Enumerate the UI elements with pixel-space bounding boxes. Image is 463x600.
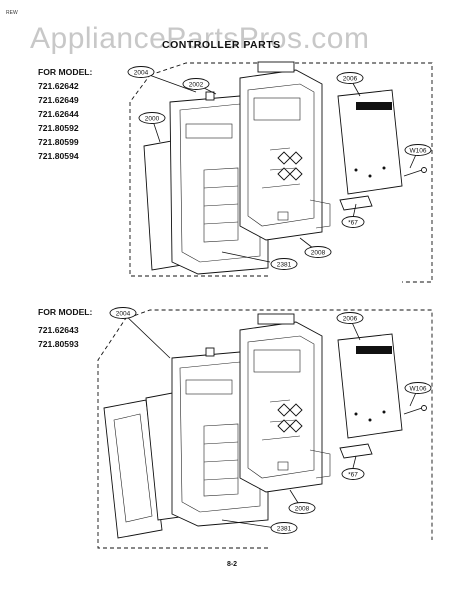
svg-text:2008: 2008	[295, 506, 310, 513]
bottom-callout-2008: 2008	[288, 502, 316, 514]
top-for-model-label: FOR MODEL:	[38, 67, 93, 77]
top-screw	[403, 167, 427, 177]
top-boundary-line	[129, 62, 433, 283]
bottom-callout-67: *67	[341, 468, 365, 480]
bottom-callout-2006: 2006	[336, 312, 364, 324]
bottom-connector-part	[339, 443, 373, 459]
svg-text:2006: 2006	[343, 76, 358, 83]
top-model-3: 721.62644	[38, 109, 79, 119]
top-model-4: 721.80592	[38, 123, 79, 133]
bottom-rear-housing	[239, 313, 331, 493]
diagram-title: CONTROLLER PARTS	[162, 39, 281, 51]
bottom-callout-2381: 2381	[270, 522, 298, 534]
bottom-callout-w106: W106	[404, 382, 432, 394]
svg-text:2002: 2002	[189, 82, 204, 89]
top-callout-2002: 2002	[182, 78, 210, 90]
page-number: 8-2	[227, 561, 237, 568]
top-section: FOR MODEL: 721.62642 721.62649 721.62644…	[38, 61, 433, 283]
bottom-boundary-line	[97, 309, 433, 549]
bottom-section: FOR MODEL: 721.62643 721.80593	[38, 307, 433, 549]
top-model-6: 721.80594	[38, 151, 79, 161]
top-connector-part	[339, 195, 373, 211]
top-callout-2000: 2000	[138, 112, 166, 124]
corner-mark: REW	[6, 10, 18, 16]
top-pcb-board	[337, 89, 403, 195]
svg-text:W106: W106	[410, 148, 427, 155]
svg-text:*67: *67	[348, 472, 358, 479]
bottom-screw	[403, 405, 427, 415]
top-rear-housing	[239, 61, 331, 241]
top-callout-2008: 2008	[304, 246, 332, 258]
svg-text:2381: 2381	[277, 526, 292, 533]
top-callout-2006: 2006	[336, 72, 364, 84]
svg-text:2381: 2381	[277, 262, 292, 269]
top-callout-2381: 2381	[270, 258, 298, 270]
bottom-door-frame	[103, 399, 163, 539]
svg-text:2008: 2008	[311, 250, 326, 257]
bottom-for-model-label: FOR MODEL:	[38, 307, 93, 317]
top-callout-w106: W106	[404, 144, 432, 156]
svg-text:2004: 2004	[116, 311, 131, 318]
svg-text:*67: *67	[348, 220, 358, 227]
svg-text:2006: 2006	[343, 316, 358, 323]
svg-text:2000: 2000	[145, 116, 160, 123]
svg-text:W106: W106	[410, 386, 427, 393]
bottom-model-2: 721.80593	[38, 339, 79, 349]
top-callout-2004: 2004	[127, 66, 155, 78]
bottom-keypad	[277, 403, 303, 433]
svg-text:2004: 2004	[134, 70, 149, 77]
bottom-model-1: 721.62643	[38, 325, 79, 335]
top-callout-67: *67	[341, 216, 365, 228]
top-model-2: 721.62649	[38, 95, 79, 105]
bottom-pcb-board	[337, 333, 403, 439]
top-keypad	[277, 151, 303, 181]
watermark-text: AppliancePartsPros.com	[30, 22, 369, 55]
bottom-callout-2004: 2004	[109, 307, 137, 319]
top-model-1: 721.62642	[38, 81, 79, 91]
top-model-5: 721.80599	[38, 137, 79, 147]
